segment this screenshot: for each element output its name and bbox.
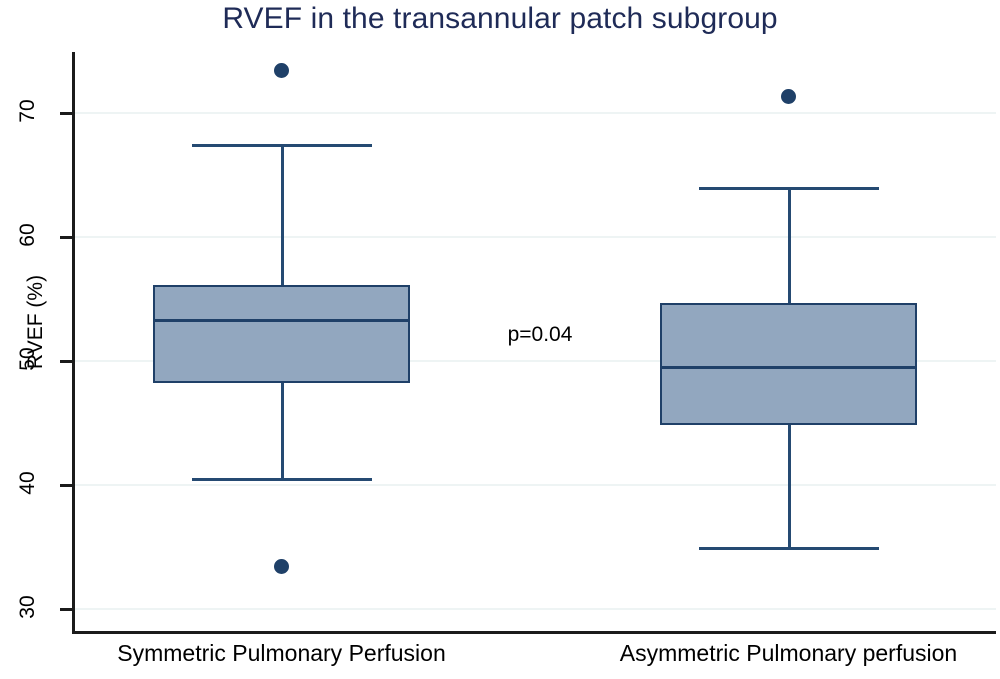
gridline <box>75 608 996 610</box>
x-axis-line <box>72 631 996 634</box>
whisker-lower <box>787 425 791 547</box>
gridline <box>75 484 996 486</box>
whisker-cap-lower <box>698 547 879 550</box>
median-line <box>660 366 917 370</box>
y-axis-line <box>72 52 75 634</box>
category-label: Asymmetric Pulmonary perfusion <box>619 640 958 666</box>
whisker-upper <box>280 144 284 286</box>
p-value-annotation: p=0.04 <box>507 323 573 347</box>
category-label: Symmetric Pulmonary Perfusion <box>117 640 446 666</box>
whisker-cap-upper <box>698 187 879 191</box>
y-tick-mark <box>60 484 73 487</box>
gridline <box>75 236 996 238</box>
y-tick-mark <box>60 608 73 611</box>
page-title: RVEF in the transannular patch subgroup <box>222 2 778 35</box>
whisker-upper <box>787 187 791 303</box>
median-line <box>153 319 410 323</box>
gridline <box>75 112 996 114</box>
y-tick-mark <box>60 236 73 239</box>
whisker-cap-upper <box>191 144 372 147</box>
gridline <box>75 360 996 362</box>
y-tick-mark <box>60 360 73 363</box>
y-tick-mark <box>60 112 73 115</box>
outlier-point <box>781 89 796 105</box>
whisker-cap-lower <box>191 477 372 481</box>
outlier-point <box>274 559 289 575</box>
outlier-point <box>274 63 289 79</box>
whisker-lower <box>280 383 284 478</box>
box-iqr <box>660 302 917 426</box>
box-iqr <box>153 285 410 384</box>
